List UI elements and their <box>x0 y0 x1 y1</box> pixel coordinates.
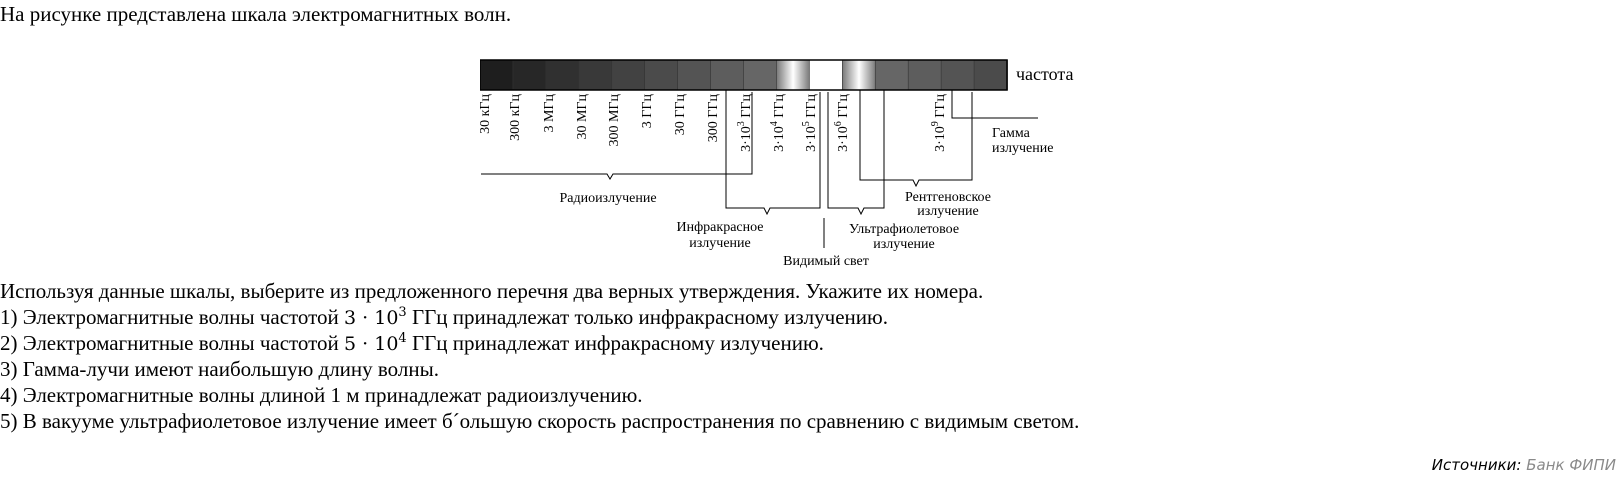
tick-label: 3·104 ГГц <box>769 94 787 152</box>
tick-label: 3·105 ГГц <box>801 94 819 152</box>
bar-cell <box>743 59 778 91</box>
bar-cell <box>973 59 1008 91</box>
tick-label: 30 ГГц <box>673 94 688 136</box>
label-gamma-1: Гамма <box>992 126 1031 141</box>
instruction-text: Используя данные шкалы, выберите из пред… <box>0 279 984 303</box>
tick-label: 3·109 ГГц <box>930 94 948 152</box>
bar-cell <box>644 59 679 91</box>
label-gamma-2: излучение <box>992 141 1053 156</box>
radio-bracket <box>481 92 753 180</box>
source-label: Источники: <box>1431 456 1522 474</box>
option-1-number-base: 3 · 10 <box>344 307 399 329</box>
frequency-bar <box>479 59 1008 91</box>
tick-label: 30 кГц <box>480 93 493 133</box>
question-block: Используя данные шкалы, выберите из пред… <box>0 278 1079 434</box>
tick-label: 3·103 ГГц <box>736 94 754 152</box>
tick-label: 3 МГц <box>542 94 557 133</box>
tick-label: 300 МГц <box>607 94 622 147</box>
bar-cell <box>545 59 580 91</box>
infrared-bracket <box>725 90 821 216</box>
bar-cell <box>874 59 909 91</box>
option-1-number: 3 · 103 <box>344 305 407 329</box>
bar-cell <box>578 59 613 91</box>
option-1-number-exp: 3 <box>398 305 407 320</box>
tick-label: 30 МГц <box>575 94 590 140</box>
label-visible: Видимый свет <box>783 254 869 269</box>
bar-cell <box>611 59 646 91</box>
label-infrared-1: Инфракрасное <box>677 220 764 235</box>
option-2-number-base: 5 · 10 <box>344 333 399 355</box>
tick-label: 3·106 ГГц <box>833 94 851 152</box>
label-ultraviolet-1: Ультрафиолетовое <box>849 222 959 237</box>
tick-labels: 30 кГц 300 кГц 3 МГц 30 МГц 300 МГц 3 ГГц 30 Г… <box>478 93 948 152</box>
source-line: Источники: Банк ФИПИ <box>1432 456 1616 474</box>
bar-cell <box>842 59 877 91</box>
tick-label: 300 кГц <box>508 93 523 140</box>
label-ultraviolet-2: излучение <box>873 237 934 252</box>
label-xray-2: излучение <box>917 204 978 219</box>
option-3: 3) Гамма-лучи имеют наибольшую длину вол… <box>0 357 439 381</box>
option-2-suffix: ГГц принадлежат инфракрасному излучению. <box>406 331 824 355</box>
bar-cell <box>710 59 745 91</box>
option-1-prefix: 1) Электромагнитные волны частотой <box>0 305 345 329</box>
frequency-bar-border <box>479 59 1008 91</box>
tick-label: 300 ГГц <box>706 94 721 143</box>
option-1: 1) Электромагнитные волны частотой 3 · 1… <box>0 304 1079 330</box>
bar-cell <box>776 59 811 91</box>
option-4: 4) Электромагнитные волны длиной 1 м при… <box>0 383 643 407</box>
bar-cell <box>512 59 547 91</box>
bar-cell <box>809 59 844 91</box>
gamma-bracket <box>951 90 1038 119</box>
option-2-prefix: 2) Электромагнитные волны частотой <box>0 331 345 355</box>
bar-cell <box>677 59 712 91</box>
option-2-number-exp: 4 <box>398 331 407 346</box>
label-infrared-2: излучение <box>689 236 750 251</box>
bar-cell <box>940 59 975 91</box>
ultraviolet-bracket <box>827 90 885 216</box>
bar-cell <box>907 59 942 91</box>
option-2-number: 5 · 104 <box>344 331 407 355</box>
label-xray-1: Рентгеновское <box>905 190 991 205</box>
tick-label: 3 ГГц <box>640 94 655 129</box>
option-5: 5) В вакууме ультрафиолетовое излучение … <box>0 409 1080 433</box>
intro-text: На рисунке представлена шкала электромаг… <box>0 2 512 26</box>
option-2: 2) Электромагнитные волны частотой 5 · 1… <box>0 330 1079 356</box>
label-radio: Радиоизлучение <box>559 191 656 206</box>
source-link[interactable]: Банк ФИПИ <box>1526 456 1616 474</box>
bar-cell <box>479 59 514 91</box>
xray-bracket <box>859 90 973 188</box>
axis-label-frequency: частота <box>1016 64 1074 84</box>
option-1-suffix: ГГц принадлежат только инфракрасному изл… <box>406 305 888 329</box>
